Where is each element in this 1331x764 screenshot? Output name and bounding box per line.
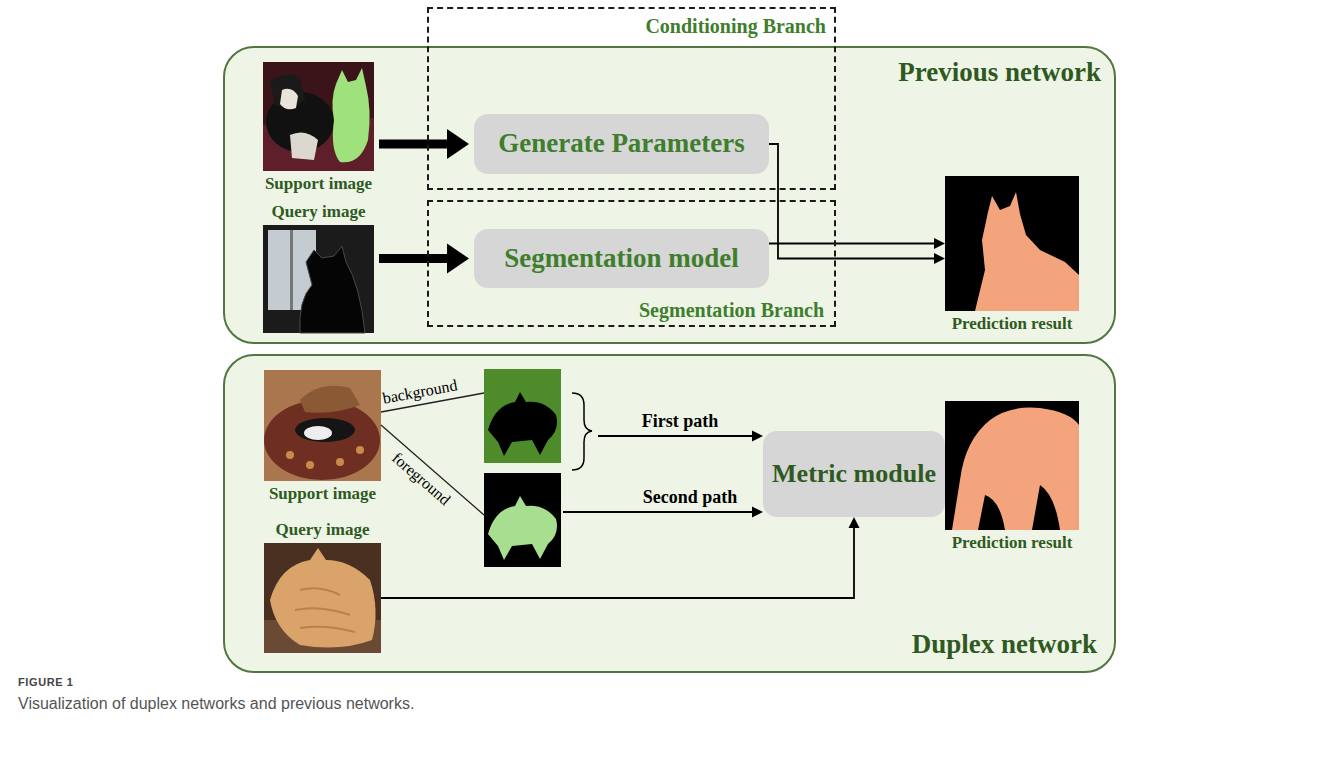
figure-caption: Visualization of duplex networks and pre… [18, 695, 414, 713]
thick-arrow [379, 129, 469, 159]
figure-number: FIGURE 1 [18, 676, 74, 688]
image-frame: Prediction result [945, 401, 1079, 530]
image-caption: Query image [272, 202, 366, 222]
background-mask [484, 369, 561, 463]
arrow-head [447, 129, 469, 159]
panel-title: Previous network [898, 57, 1101, 88]
image-frame: Prediction result [945, 176, 1079, 311]
annotation-label: background [381, 376, 459, 407]
query-photo-bottom [264, 543, 381, 653]
arrow-head [849, 517, 860, 528]
image-frame: Support image [263, 62, 374, 171]
branch-label: Segmentation Branch [639, 299, 824, 322]
thick-arrow [379, 244, 469, 274]
connector-line [379, 140, 448, 149]
query-photo-top [263, 225, 374, 333]
arrow-head [447, 244, 469, 274]
branch-group: Segmentation Branch Segmentation model [427, 200, 836, 327]
support-photo-top [263, 62, 374, 171]
process-box: Segmentation model [474, 229, 769, 288]
support-photo-bottom [264, 370, 381, 481]
box-label: Generate Parameters [498, 129, 745, 159]
image-caption: Query image [276, 520, 370, 540]
prediction-mask-bottom [945, 401, 1079, 530]
branch-label: Conditioning Branch [645, 15, 826, 38]
process-box: Generate Parameters [474, 114, 769, 174]
foreground-mask [484, 473, 561, 567]
image-caption: Support image [265, 174, 372, 194]
image-frame: Support image [264, 370, 381, 481]
split-lines [381, 393, 484, 515]
connector-arrow [769, 144, 945, 264]
annotation-label: Second path [643, 487, 738, 508]
connector-line [769, 243, 935, 245]
path-arrows [563, 431, 763, 518]
branch-group: Conditioning BranchGenerate Parameters [427, 7, 836, 190]
image-caption: Prediction result [952, 533, 1073, 553]
annotation-label: First path [642, 411, 719, 432]
process-box: Metric module [763, 431, 945, 517]
panel-backgrounds [224, 47, 1115, 672]
image-frame: Query image [263, 225, 374, 333]
image-caption: Support image [269, 484, 376, 504]
image-caption: Prediction result [952, 314, 1073, 334]
box-label: Segmentation model [504, 244, 739, 274]
arrow-head [934, 253, 945, 264]
prediction-mask-top [945, 176, 1079, 311]
connector-line [379, 254, 448, 263]
arrow-head [934, 238, 945, 249]
panel-frame: Duplex network Support imageQuery image Me… [224, 355, 1115, 672]
connector-arrow [381, 517, 860, 598]
box-label: Metric module [772, 460, 936, 489]
image-frame: Query image [264, 543, 381, 653]
connector-line [381, 527, 854, 598]
annotation-label: foreground [388, 449, 453, 509]
connector-arrow [769, 238, 945, 249]
panel-title: Duplex network [912, 629, 1097, 660]
brace [572, 393, 592, 470]
panel-frame: Previous networkSupport imageQuery image… [224, 47, 1115, 343]
